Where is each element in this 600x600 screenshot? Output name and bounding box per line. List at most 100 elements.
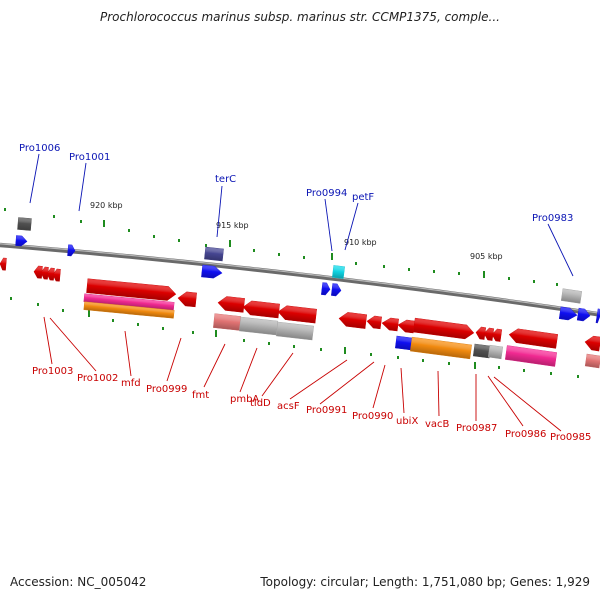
gene-pro1003b[interactable]	[40, 266, 49, 280]
topology-text: Topology: circular; Length: 1,751,080 bp…	[260, 575, 590, 589]
gene-label-reverse[interactable]: Pro0991	[306, 405, 347, 416]
label-leader-line	[166, 337, 182, 382]
gene-pro0987-block-shine	[473, 343, 491, 359]
gene-tldd[interactable]	[277, 305, 317, 324]
gene-pmba-block[interactable]	[239, 316, 278, 336]
genome-title: Prochlorococcus marinus subsp. marinus s…	[100, 10, 500, 24]
gene-label-forward[interactable]: Pro1001	[69, 152, 110, 163]
gene-ubix-block[interactable]	[395, 335, 413, 351]
gene-pro0983[interactable]	[558, 306, 578, 321]
gene-edge-right[interactable]	[584, 335, 600, 352]
gene-edge-right-block[interactable]	[584, 353, 600, 369]
scale-tick-major	[331, 253, 333, 260]
gene-edge[interactable]	[595, 308, 600, 324]
gene-label-reverse[interactable]: Pro1002	[77, 373, 118, 384]
scale-tick-minor	[408, 268, 410, 271]
scale-tick-minor	[37, 303, 39, 306]
gene-label-reverse[interactable]: Pro1003	[32, 366, 73, 377]
gene-label-reverse[interactable]: acsF	[277, 401, 300, 412]
gene-vacb[interactable]	[413, 317, 475, 340]
gene-pro0987b[interactable]	[483, 327, 495, 341]
gene-pro1002b[interactable]	[52, 268, 61, 282]
gene-edge-left[interactable]	[0, 257, 7, 271]
gene-label-reverse[interactable]: Pro0999	[146, 384, 187, 395]
label-leader-line	[216, 185, 223, 238]
gene-label-reverse[interactable]: Pro0987	[456, 423, 497, 434]
scale-tick-major	[88, 310, 90, 317]
gene-ubix-block-shine	[395, 336, 413, 350]
gene-pro0983b[interactable]	[576, 307, 591, 322]
gene-edge-right-block-shine	[585, 354, 600, 368]
genome-backbone	[0, 242, 600, 317]
gene-terc-block[interactable]	[204, 246, 224, 262]
label-leader-line	[239, 347, 258, 393]
gene-pro0986[interactable]	[491, 328, 503, 342]
gene-acsf[interactable]	[338, 311, 368, 329]
scale-tick-minor	[205, 244, 207, 247]
gene-pro1003[interactable]	[33, 265, 43, 279]
gene-pro0985[interactable]	[508, 328, 559, 349]
gene-terc-shine	[201, 264, 222, 279]
gene-label-reverse[interactable]: tldD	[250, 398, 271, 409]
gene-pro0990[interactable]	[381, 317, 399, 332]
gene-pro0983-shine	[559, 306, 577, 321]
scale-tick-minor	[162, 327, 164, 330]
gene-mfd-block2[interactable]	[83, 301, 175, 319]
gene-label-reverse[interactable]: Pro0986	[505, 429, 546, 440]
scale-tick-minor	[62, 309, 64, 312]
gene-pro1001[interactable]	[67, 244, 76, 257]
gene-fmt[interactable]	[217, 296, 245, 313]
gene-pro0994b[interactable]	[321, 282, 331, 296]
gene-tldd-block[interactable]	[276, 321, 314, 341]
gene-label-forward[interactable]: Pro1006	[19, 143, 60, 154]
scale-tick-minor	[370, 353, 372, 356]
gene-ubix[interactable]	[397, 319, 415, 334]
scale-tick-minor	[243, 339, 245, 342]
gene-pro0987[interactable]	[475, 326, 487, 340]
label-leader-line	[344, 202, 359, 251]
gene-fmt-block[interactable]	[213, 313, 241, 331]
label-leader-line	[372, 364, 386, 409]
gene-pro0983-block[interactable]	[560, 288, 583, 304]
gene-label-reverse[interactable]: ubiX	[396, 416, 418, 427]
gene-pmba-block-shine	[239, 316, 278, 336]
gene-vacb-block[interactable]	[410, 336, 472, 360]
gene-label-reverse[interactable]: vacB	[425, 419, 450, 430]
gene-terc[interactable]	[201, 264, 223, 279]
gene-pro0994[interactable]	[332, 265, 345, 279]
gene-label-forward[interactable]: petF	[352, 192, 374, 203]
scale-tick-minor	[192, 331, 194, 334]
gene-pmba[interactable]	[242, 300, 280, 319]
scale-tick-major	[103, 220, 105, 227]
scale-tick-minor	[448, 362, 450, 365]
genome-backbone-highlight	[0, 243, 600, 314]
gene-pro0983-block-shine	[561, 288, 582, 304]
gene-pro0985-shine	[509, 328, 558, 349]
gene-mfd-shine	[86, 278, 176, 301]
gene-label-reverse[interactable]: Pro0985	[550, 432, 591, 443]
gene-pro0986-block[interactable]	[487, 344, 504, 360]
gene-mfd-block-shine	[83, 293, 175, 311]
gene-pro0987-block[interactable]	[472, 343, 492, 359]
gene-pro0991[interactable]	[366, 315, 382, 330]
gene-label-reverse[interactable]: Pro0990	[352, 411, 393, 422]
label-leader-line	[437, 370, 440, 417]
gene-label-reverse[interactable]: mfd	[121, 378, 141, 389]
gene-ubix-shine	[398, 320, 415, 333]
gene-label-forward[interactable]: terC	[215, 174, 236, 185]
gene-mfd[interactable]	[86, 278, 177, 301]
gene-pro1006[interactable]	[15, 235, 28, 247]
gene-label-reverse[interactable]: pmbA	[230, 394, 259, 405]
gene-label-forward[interactable]: Pro0983	[532, 213, 573, 224]
label-leader-line	[324, 198, 333, 252]
gene-pro1002[interactable]	[46, 267, 55, 281]
gene-label-reverse[interactable]: fmt	[192, 390, 209, 401]
gene-petf[interactable]	[331, 283, 342, 297]
gene-pro1006-block[interactable]	[17, 217, 32, 231]
scale-tick-minor	[253, 249, 255, 252]
gene-tldd-block-shine	[276, 321, 314, 341]
gene-label-forward[interactable]: Pro0994	[306, 188, 347, 199]
gene-pro0999[interactable]	[177, 291, 197, 308]
gene-pro0985-block[interactable]	[504, 345, 558, 367]
